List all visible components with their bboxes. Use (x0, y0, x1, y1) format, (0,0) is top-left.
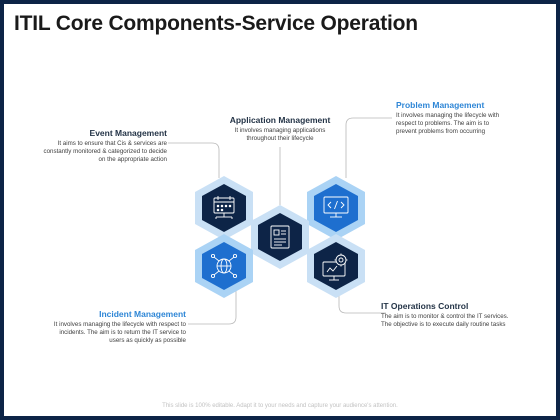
footer-note: This slide is 100% editable. Adapt it to… (162, 403, 398, 409)
incident-management-description: It involves managing the lifecycle with … (53, 321, 186, 345)
network-globe-icon (210, 253, 238, 279)
event-management-heading: Event Management (89, 128, 167, 138)
it-operations-control-heading: IT Operations Control (381, 301, 469, 311)
it-operations-control-description: The aim is to monitor & control the IT s… (381, 313, 509, 329)
connector-incident (188, 290, 237, 325)
connector-problem (345, 117, 392, 178)
it-operations-control-hexagon (307, 234, 365, 298)
problem-management-heading: Problem Management (396, 100, 485, 110)
event-management-hexagon (195, 176, 253, 240)
connector-event (168, 142, 220, 178)
calendar-network-icon (213, 196, 235, 219)
settings-monitor-icon (322, 253, 348, 281)
incident-management-hexagon (195, 234, 253, 298)
slide-title: ITIL Core Components-Service Operation (14, 12, 418, 35)
application-management-heading: Application Management (229, 115, 331, 125)
event-management-description: It aims to ensure that Cis & services ar… (43, 140, 167, 164)
application-management-hexagon (251, 205, 309, 269)
problem-management-hexagon (307, 176, 365, 240)
document-list-icon (270, 225, 290, 249)
problem-management-description: It involves managing the lifecycle with … (396, 112, 500, 136)
incident-management-heading: Incident Management (99, 309, 186, 319)
application-management-description: It involves managing applications throug… (234, 127, 326, 143)
monitor-code-icon (323, 196, 349, 218)
connector-itops (338, 290, 386, 314)
